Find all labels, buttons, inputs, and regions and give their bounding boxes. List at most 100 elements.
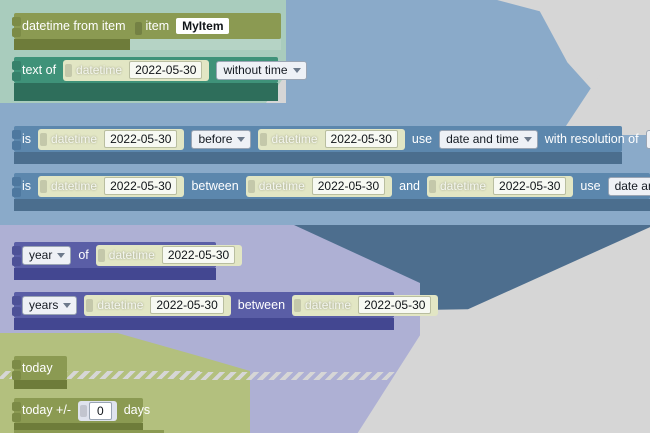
suffix-label: days — [123, 403, 151, 418]
date-field[interactable]: 2022-05-30 — [150, 296, 224, 314]
socket-label: datetime — [51, 132, 98, 146]
item-socket[interactable]: item MyItem — [133, 18, 230, 35]
socket-label: datetime — [51, 179, 98, 193]
block-is-datetime-before[interactable]: is datetime 2022-05-30 before datetime 2… — [12, 126, 650, 152]
use-label: use — [580, 178, 601, 193]
block-connector-notch — [12, 307, 21, 316]
block-text-of-datetime[interactable]: text of datetime 2022-05-30 without time — [12, 57, 307, 83]
dropdown-label: year — [29, 247, 53, 262]
dropdown-label: without time — [223, 62, 288, 77]
use-label: use — [411, 131, 433, 146]
datetime-socket-c[interactable]: datetime 2022-05-30 — [427, 175, 574, 197]
comparator-dropdown[interactable]: before — [191, 129, 252, 149]
backdrop-cut-right — [533, 0, 650, 120]
chevron-down-icon — [237, 136, 246, 142]
block-connector-notch — [12, 296, 21, 305]
date-field[interactable]: 2022-05-30 — [104, 130, 178, 148]
backdrop-shape-blue-top — [286, 0, 650, 103]
block-shadow-year-of — [14, 268, 216, 280]
resolution-dropdown[interactable]: years — [645, 129, 650, 149]
socket-label: datetime — [97, 298, 144, 312]
block-label: today — [22, 360, 53, 375]
socket-label: datetime — [305, 298, 352, 312]
block-label: datetime from item — [22, 18, 126, 33]
block-label-is: is — [22, 131, 32, 146]
datetime-socket[interactable]: datetime 2022-05-30 — [95, 244, 243, 266]
datetime-socket-b[interactable]: datetime 2022-05-30 — [292, 294, 439, 316]
unit-dropdown[interactable]: year — [22, 245, 72, 265]
dropdown-label: date and time — [614, 178, 650, 193]
socket-label: item — [145, 18, 170, 33]
socket-label: datetime — [440, 179, 487, 193]
block-connector-notch — [12, 257, 21, 266]
block-connector-notch — [12, 371, 21, 380]
datetime-socket-a[interactable]: datetime 2022-05-30 — [84, 294, 231, 316]
use-mode-dropdown[interactable]: date and time — [607, 176, 650, 196]
block-connector-notch — [12, 61, 21, 70]
item-value-field[interactable]: MyItem — [176, 18, 230, 34]
block-connector-notch — [12, 17, 21, 26]
days-number-socket[interactable]: 0 — [78, 400, 117, 421]
date-field[interactable]: 2022-05-30 — [493, 177, 567, 195]
block-is-datetime-between[interactable]: is datetime 2022-05-30 between datetime … — [12, 173, 650, 199]
use-mode-dropdown[interactable]: date and time — [439, 129, 538, 149]
resolution-label: with resolution of — [544, 131, 639, 146]
block-shadow-is-between — [14, 199, 650, 211]
block-connector-notch — [12, 413, 21, 422]
block-years-between-datetimes[interactable]: years datetime 2022-05-30 between dateti… — [12, 292, 439, 318]
block-today-plus-minus-days[interactable]: today +/- 0 days — [12, 398, 150, 423]
socket-label: datetime — [258, 179, 305, 193]
of-label: of — [78, 247, 89, 262]
between-label: between — [191, 178, 239, 193]
between-label: between — [237, 297, 286, 312]
chevron-down-icon — [63, 302, 72, 308]
days-number-field[interactable]: 0 — [89, 401, 112, 420]
date-field[interactable]: 2022-05-30 — [358, 296, 432, 314]
socket-label: datetime — [76, 63, 123, 77]
block-shadow-years-between — [14, 318, 394, 330]
block-connector-notch — [12, 141, 21, 150]
block-shadow-clip — [130, 39, 281, 50]
torn-edge-dark-blue — [180, 372, 650, 380]
datetime-socket-left[interactable]: datetime 2022-05-30 — [38, 128, 185, 150]
block-connector-notch — [12, 402, 21, 411]
and-label: and — [399, 178, 420, 193]
block-label-is: is — [22, 178, 32, 193]
date-field[interactable]: 2022-05-30 — [161, 246, 236, 264]
dropdown-label: years — [29, 297, 59, 312]
date-field[interactable]: 2022-05-30 — [129, 61, 203, 79]
block-shadow-is-before — [14, 152, 622, 164]
block-connector-notch — [12, 177, 21, 186]
datetime-socket-a[interactable]: datetime 2022-05-30 — [38, 175, 185, 197]
date-field[interactable]: 2022-05-30 — [324, 130, 398, 148]
datetime-socket-b[interactable]: datetime 2022-05-30 — [245, 175, 393, 197]
block-today[interactable]: today — [12, 356, 67, 380]
block-connector-notch — [12, 246, 21, 255]
socket-label: datetime — [271, 132, 318, 146]
chevron-down-icon — [292, 67, 301, 73]
block-connector-notch — [12, 72, 21, 81]
date-field[interactable]: 2022-05-30 — [311, 177, 386, 195]
block-connector-notch — [12, 188, 21, 197]
unit-dropdown[interactable]: years — [22, 295, 78, 315]
block-connector-notch — [12, 28, 21, 37]
block-label: text of — [22, 62, 57, 77]
block-shadow-text-of — [14, 83, 278, 101]
block-datetime-from-item[interactable]: datetime from item item MyItem — [12, 13, 281, 39]
socket-label: datetime — [108, 248, 155, 262]
block-connector-notch — [12, 360, 21, 369]
block-connector-notch — [12, 130, 21, 139]
chevron-down-icon — [523, 136, 532, 142]
time-format-dropdown[interactable]: without time — [216, 60, 307, 80]
block-shadow-today — [14, 380, 67, 389]
block-year-of-datetime[interactable]: year of datetime 2022-05-30 — [12, 242, 243, 268]
backdrop-cut-right-lower — [560, 60, 650, 135]
prefix-label: today +/- — [22, 403, 71, 418]
dropdown-label: before — [198, 131, 233, 146]
datetime-socket-right[interactable]: datetime 2022-05-30 — [258, 128, 405, 150]
date-field[interactable]: 2022-05-30 — [104, 177, 178, 195]
chevron-down-icon — [57, 252, 66, 258]
datetime-socket[interactable]: datetime 2022-05-30 — [63, 59, 210, 81]
dropdown-label: date and time — [446, 131, 519, 146]
